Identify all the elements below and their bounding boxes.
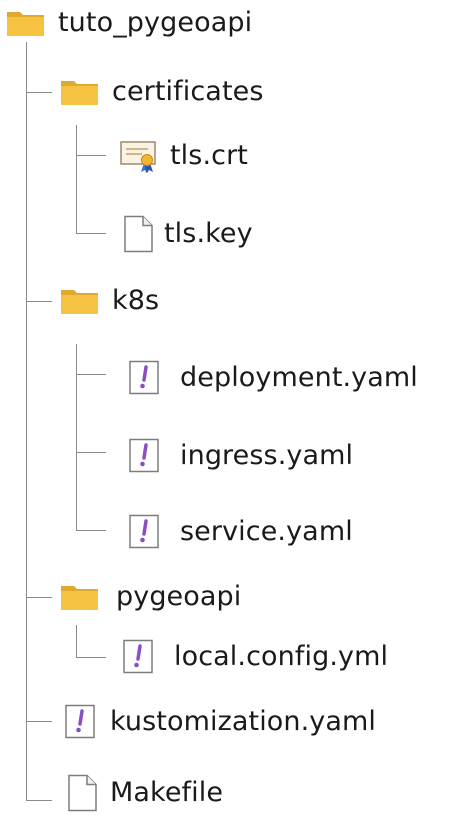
tree-item-service-yaml[interactable]: service.yaml	[128, 512, 353, 552]
tree-branch-ingress	[76, 452, 106, 453]
tree-branch-local-config	[76, 657, 106, 658]
k8s-folder-label: k8s	[112, 285, 160, 316]
yaml-file-icon	[64, 704, 100, 740]
kustomization-yaml-label: kustomization.yaml	[110, 706, 377, 737]
tree-branch-tls-key	[76, 233, 106, 234]
certificates-folder-label: certificates	[112, 76, 264, 107]
tree-item-ingress-yaml[interactable]: ingress.yaml	[128, 436, 353, 476]
tree-item-makefile[interactable]: Makefile	[64, 773, 223, 813]
file-icon	[120, 215, 160, 253]
folder-icon	[60, 582, 100, 612]
service-yaml-label: service.yaml	[180, 516, 353, 547]
tree-item-deployment-yaml[interactable]: deployment.yaml	[128, 358, 418, 398]
ingress-yaml-label: ingress.yaml	[180, 440, 354, 471]
tree-branch-tls-crt	[76, 155, 106, 156]
tree-branch-k8s	[26, 301, 52, 302]
tree-item-k8s-folder[interactable]: k8s	[60, 281, 159, 321]
makefile-label: Makefile	[110, 777, 224, 808]
tree-line-certificates	[76, 125, 77, 233]
yaml-file-icon	[128, 360, 164, 396]
tree-line-k8s	[76, 344, 77, 530]
tree-item-local-config-yml[interactable]: local.config.yml	[122, 637, 388, 677]
folder-icon	[60, 77, 100, 107]
tls-key-label: tls.key	[164, 218, 253, 249]
tls-crt-label: tls.crt	[170, 140, 248, 171]
tree-branch-service	[76, 530, 106, 531]
yaml-file-icon	[128, 438, 164, 474]
file-icon	[64, 774, 104, 812]
tree-branch-pygeoapi	[26, 597, 52, 598]
yaml-file-icon	[122, 639, 158, 675]
tree-branch-makefile	[26, 800, 52, 801]
deployment-yaml-label: deployment.yaml	[180, 362, 418, 393]
folder-icon	[60, 286, 100, 316]
tree-item-pygeoapi-folder[interactable]: pygeoapi	[60, 577, 241, 617]
tree-item-root-folder[interactable]: tuto_pygeoapi	[6, 3, 252, 43]
tree-line-root	[26, 42, 27, 800]
local-config-yml-label: local.config.yml	[174, 641, 389, 672]
tree-branch-certificates	[26, 92, 52, 93]
tree-item-tls-key[interactable]: tls.key	[120, 214, 253, 254]
tree-item-tls-crt[interactable]: tls.crt	[120, 136, 248, 176]
tree-item-certificates-folder[interactable]: certificates	[60, 72, 264, 112]
root-folder-label: tuto_pygeoapi	[58, 7, 253, 38]
yaml-file-icon	[128, 514, 164, 550]
tree-branch-kustomization	[26, 721, 52, 722]
tree-item-kustomization-yaml[interactable]: kustomization.yaml	[64, 702, 376, 742]
folder-icon	[6, 8, 46, 38]
certificate-icon	[120, 139, 160, 173]
pygeoapi-folder-label: pygeoapi	[116, 581, 242, 612]
tree-branch-deployment	[76, 374, 106, 375]
tree-line-pygeoapi	[76, 625, 77, 657]
